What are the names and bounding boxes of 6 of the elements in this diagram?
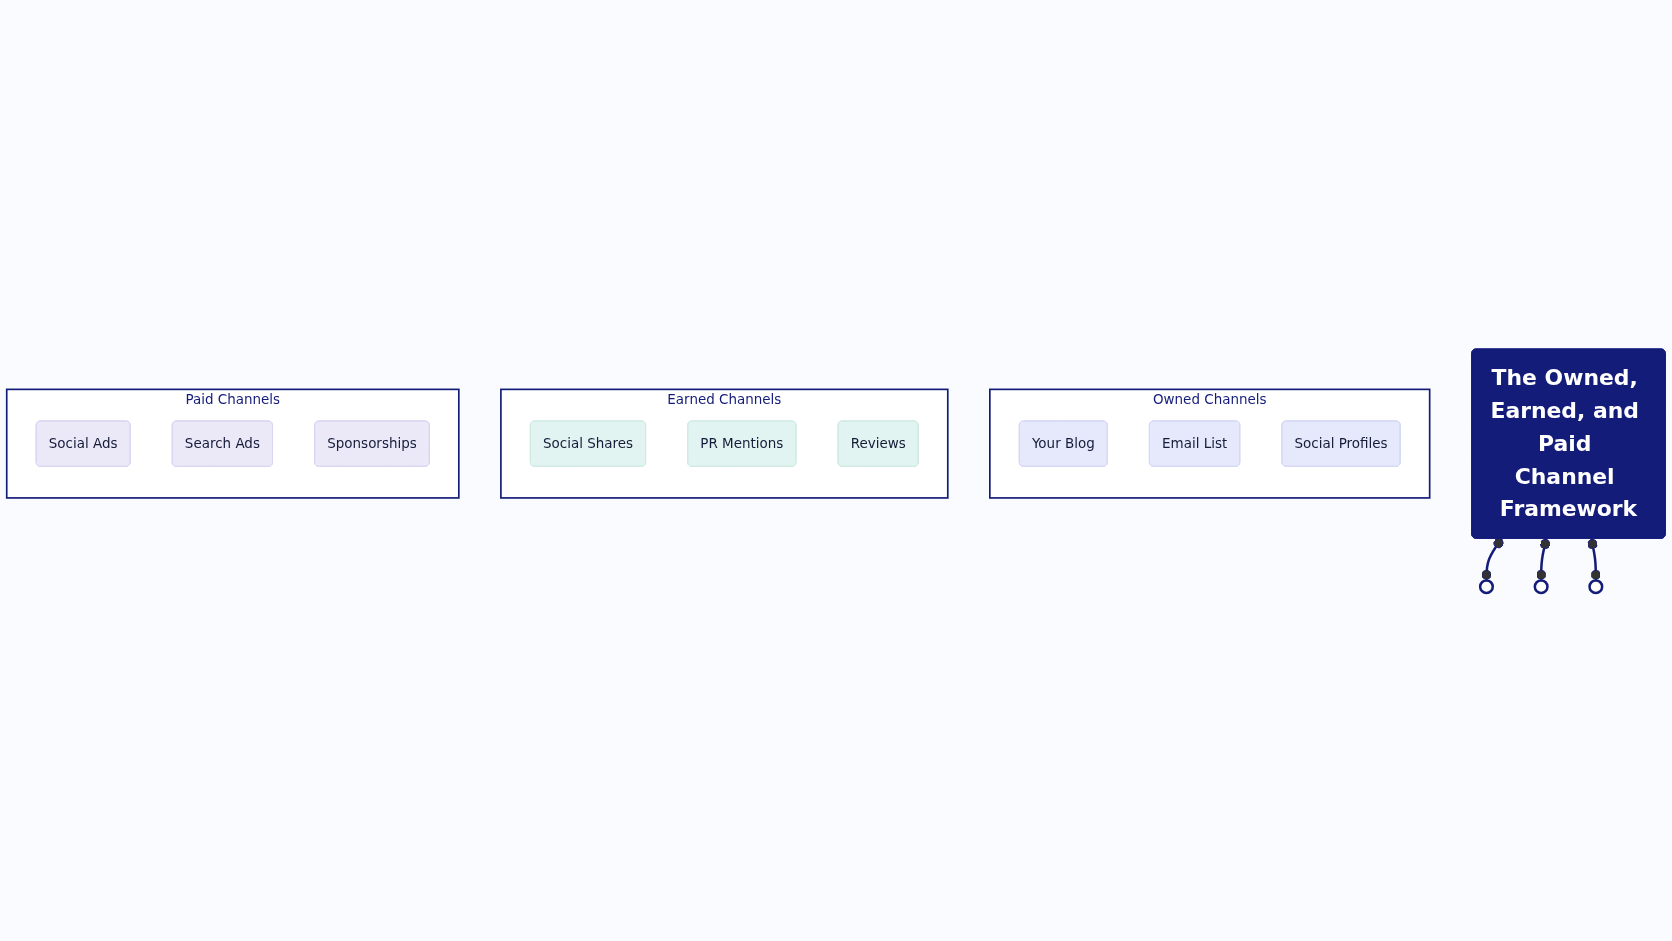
node-circle xyxy=(1588,578,1604,594)
node-circle xyxy=(1533,578,1549,594)
connector xyxy=(1587,537,1601,580)
connector xyxy=(1536,537,1551,580)
connector xyxy=(1481,537,1504,580)
node-circle xyxy=(1478,578,1495,594)
